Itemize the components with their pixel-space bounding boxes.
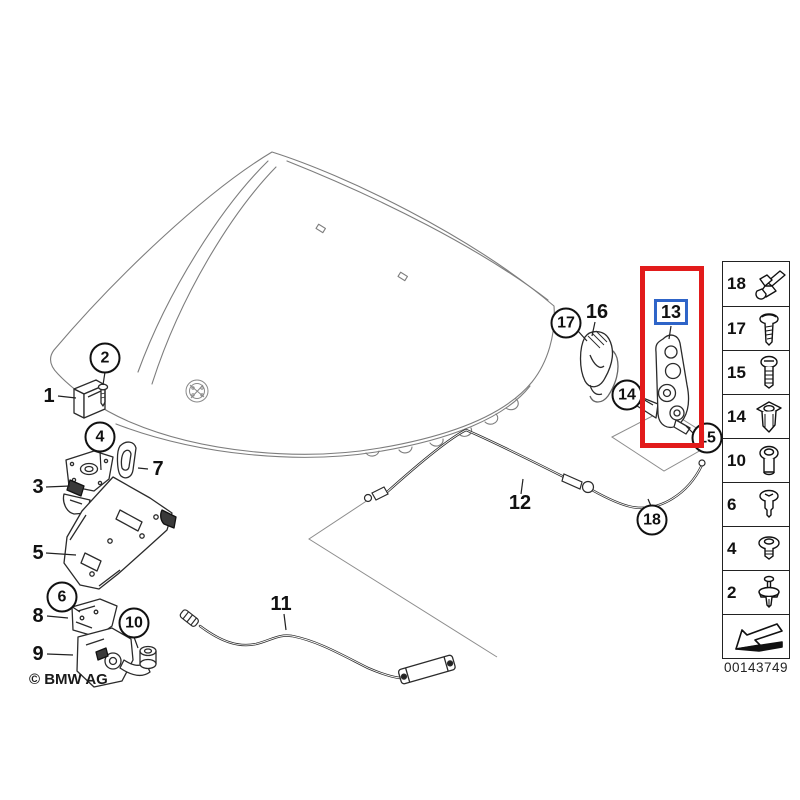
callout-2[interactable]: 2 (89, 342, 121, 374)
hinge-part-16 (579, 330, 619, 403)
expansion-nut-icon (751, 398, 787, 436)
callout-1[interactable]: 1 (43, 385, 55, 407)
callout-11[interactable]: 11 (270, 593, 292, 615)
fastener-panel: 18 17 15 (722, 261, 790, 659)
pan-head-screw-icon (751, 354, 787, 392)
fastener-label: 10 (727, 450, 746, 470)
fastener-row-4[interactable]: 4 (723, 526, 789, 570)
release-cable-part-12-core (385, 429, 703, 509)
release-cable-part-12 (384, 428, 704, 510)
callout-10[interactable]: 10 (118, 607, 150, 639)
grommet-bolt-icon (751, 442, 787, 480)
bracket-part-13 (633, 334, 691, 435)
callout-18[interactable]: 18 (636, 504, 668, 536)
callout-6[interactable]: 6 (46, 581, 78, 613)
direction-arrow-icon (727, 618, 787, 656)
striker-part-1 (73, 379, 109, 419)
callout-4[interactable]: 4 (84, 421, 116, 453)
expanding-rivet-icon (751, 574, 787, 612)
hood-outline (49, 151, 555, 458)
fastener-label: 18 (727, 274, 746, 293)
pull-handle (397, 654, 456, 685)
fastener-label: 6 (727, 494, 737, 514)
fastener-row-17[interactable]: 17 (723, 306, 789, 350)
callout-12[interactable]: 12 (508, 492, 532, 514)
callout-17[interactable]: 17 (550, 307, 582, 339)
copyright-notice: © BMW AG (29, 671, 108, 688)
callout-7[interactable]: 7 (152, 458, 164, 480)
document-number: 00143749 (723, 660, 789, 675)
fastener-label: 15 (727, 362, 746, 382)
bmw-roundel (185, 379, 209, 403)
cable-11-end-coil (179, 609, 199, 627)
cable-clip-icon (751, 265, 787, 303)
flange-screw-icon (751, 530, 787, 568)
fastener-row-direction[interactable] (723, 614, 789, 658)
rivet-icon (751, 486, 787, 524)
fastener-row-6[interactable]: 6 (723, 482, 789, 526)
callout-3[interactable]: 3 (32, 476, 44, 498)
callout-9[interactable]: 9 (32, 643, 44, 665)
cable-12-fittings (363, 459, 706, 503)
callout-5[interactable]: 5 (32, 542, 44, 564)
fastener-row-10[interactable]: 10 (723, 438, 789, 482)
fastener-row-15[interactable]: 15 (723, 350, 789, 394)
washer-head-screw-icon (751, 310, 787, 348)
fastener-label: 17 (727, 318, 746, 338)
callout-16[interactable]: 16 (585, 301, 609, 323)
fastener-row-14[interactable]: 14 (723, 394, 789, 438)
callout-13-selected[interactable]: 13 (653, 299, 689, 325)
fastener-label: 4 (727, 538, 737, 558)
fastener-row-2[interactable]: 2 (723, 570, 789, 614)
fastener-label: 14 (727, 406, 746, 426)
fastener-row-18[interactable]: 18 (723, 262, 789, 306)
pull-cable-part-11-core (199, 625, 401, 679)
callout-8[interactable]: 8 (32, 605, 44, 627)
callout-15[interactable]: 15 (691, 422, 723, 454)
lower-latch-assembly (71, 598, 157, 688)
callout-14[interactable]: 14 (611, 379, 643, 411)
pull-cable-part-11 (198, 624, 402, 680)
mounting-plate-part-5 (63, 476, 177, 590)
fastener-label: 2 (727, 582, 737, 602)
